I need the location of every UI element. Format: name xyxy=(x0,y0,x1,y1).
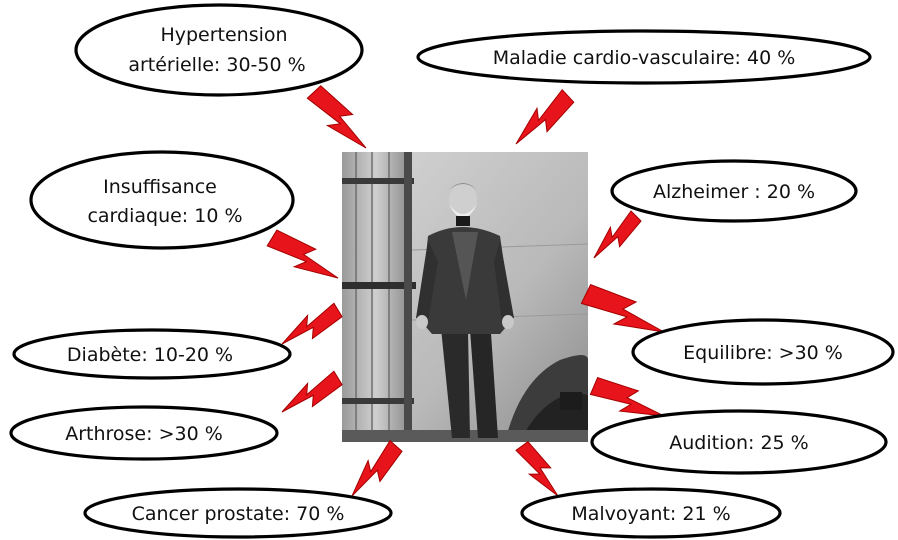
lightning-bolt-icon-3 xyxy=(267,230,338,278)
bubble-arthrose-line-1: Arthrose: >30 % xyxy=(65,423,223,445)
bubble-alzheimer-line-1: Alzheimer : 20 % xyxy=(653,181,815,203)
elderly-man-photo xyxy=(342,152,588,442)
lightning-bolt-icon-2 xyxy=(516,90,574,144)
bubble-alzheimer: Alzheimer : 20 % xyxy=(612,161,856,221)
lightning-bolt-icon-1 xyxy=(307,86,366,148)
lightning-bolt-icon-8 xyxy=(590,378,664,416)
lightning-bolt-icon-9 xyxy=(352,441,402,496)
bubble-malvoyant-line-1: Malvoyant: 21 % xyxy=(571,503,730,525)
bubble-insuffisance-line-1: Insuffisance xyxy=(103,176,217,198)
bubble-hypertension-line-1: Hypertension xyxy=(160,24,287,46)
bubble-hypertension: Hypertension artérielle: 30-50 % xyxy=(76,5,362,95)
lightning-bolt-icon-10 xyxy=(516,442,558,496)
bubble-audition: Audition: 25 % xyxy=(592,411,886,473)
bubble-maladie-cardio-line-1: Maladie cardio-vasculaire: 40 % xyxy=(493,47,796,69)
lightning-bolt-icon-6 xyxy=(581,285,664,332)
bubble-diabete: Diabète: 10-20 % xyxy=(14,330,290,378)
lightning-bolt-icon-7 xyxy=(282,371,342,412)
lightning-bolt-icon-5 xyxy=(282,303,342,344)
bubble-insuffisance-line-2: cardiaque: 10 % xyxy=(87,205,242,227)
bubble-arthrose: Arthrose: >30 % xyxy=(11,407,277,459)
bubble-diabete-line-1: Diabète: 10-20 % xyxy=(67,344,233,366)
bubble-equilibre: Equilibre: >30 % xyxy=(633,320,893,384)
bubble-maladie-cardio: Maladie cardio-vasculaire: 40 % xyxy=(418,31,870,83)
bubble-hypertension-line-2: artérielle: 30-50 % xyxy=(128,54,305,76)
bubble-equilibre-line-1: Equilibre: >30 % xyxy=(683,342,843,364)
lightning-bolt-icon-4 xyxy=(594,211,641,258)
bubble-malvoyant: Malvoyant: 21 % xyxy=(522,489,780,537)
bubble-cancer-prostate: Cancer prostate: 70 % xyxy=(85,489,391,537)
bubble-audition-line-1: Audition: 25 % xyxy=(669,432,809,454)
bubble-insuffisance: Insuffisance cardiaque: 10 % xyxy=(31,152,293,248)
bubble-cancer-prostate-line-1: Cancer prostate: 70 % xyxy=(132,503,345,525)
